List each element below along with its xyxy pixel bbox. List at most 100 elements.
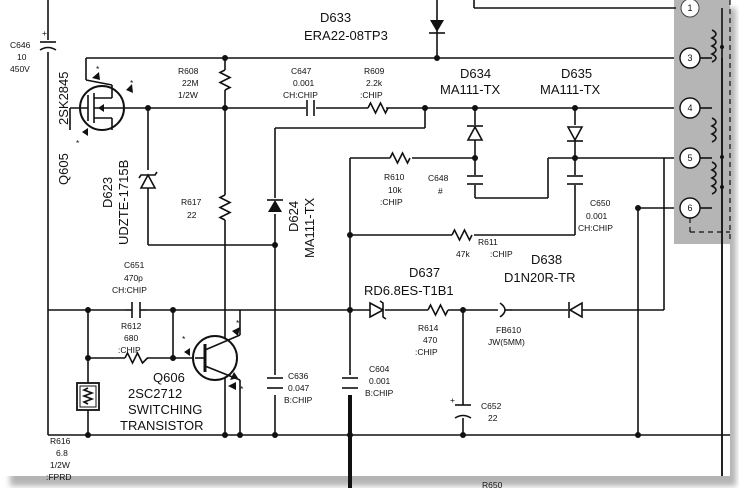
- resistor-r612: [124, 351, 149, 365]
- capacitor-c648: [467, 175, 483, 185]
- c636-value: 0.047: [288, 383, 310, 393]
- resistor-r610: [389, 151, 411, 165]
- d637-ref: D637: [409, 265, 440, 280]
- svg-text:*: *: [130, 78, 134, 88]
- c646-ref: C646: [10, 40, 31, 50]
- transistor-q606: * * *: [182, 318, 244, 394]
- d637-part: RD6.8ES-T1B1: [364, 283, 454, 298]
- r612-type: :CHIP: [118, 345, 141, 355]
- resistor-r609: [367, 101, 389, 115]
- c647-ref: C647: [291, 66, 312, 76]
- r609-ref: R609: [364, 66, 385, 76]
- d638-part: D1N20R-TR: [504, 270, 576, 285]
- fb610-ref: FB610: [496, 325, 521, 335]
- labels: C646 10 450V D633 ERA22-08TP3 R608 22M 1…: [10, 10, 613, 488]
- ferrite-bead-fb610: [499, 302, 512, 318]
- c650-value: 0.001: [586, 211, 608, 221]
- r608-value: 22M: [182, 78, 199, 88]
- d624-ref: D624: [286, 201, 301, 232]
- c650-ref: C650: [590, 198, 611, 208]
- mosfet-q605: * * *: [69, 64, 134, 148]
- svg-text:*: *: [240, 384, 244, 394]
- d634-ref: D634: [460, 66, 491, 81]
- d638-ref: D638: [531, 252, 562, 267]
- capacitor-c651: [125, 302, 147, 318]
- c604-value: 0.001: [369, 376, 391, 386]
- svg-text:*: *: [236, 318, 240, 328]
- d633-ref: D633: [320, 10, 351, 25]
- zener-d623: [138, 171, 158, 189]
- capacitor-c652: +: [450, 395, 472, 419]
- pin-3-label: 3: [687, 53, 692, 63]
- pin-5-label: 5: [687, 153, 692, 163]
- d634-part: MA111-TX: [440, 82, 501, 97]
- r616-ref: R616: [50, 436, 71, 446]
- diode-d638: [568, 301, 583, 319]
- svg-text:*: *: [76, 138, 80, 148]
- c648-value: #: [438, 186, 443, 196]
- c648-ref: C648: [428, 173, 449, 183]
- r614-ref: R614: [418, 323, 439, 333]
- resistor-r617: [218, 194, 232, 221]
- c647-value: 0.001: [293, 78, 315, 88]
- q605-ref: Q605: [56, 153, 71, 185]
- frame-background: [0, 0, 730, 476]
- c636-type: B:CHIP: [284, 395, 313, 405]
- capacitor-c647: [306, 100, 316, 116]
- c604-ref: C604: [369, 364, 390, 374]
- pin-4-label: 4: [687, 103, 692, 113]
- c646-voltage: 450V: [10, 64, 30, 74]
- d624-part: MA111-TX: [302, 197, 317, 258]
- capacitor-c604: [342, 377, 358, 389]
- diode-d634: [466, 125, 484, 141]
- resistor-r614: [427, 303, 449, 317]
- q606-desc-1: SWITCHING: [128, 402, 202, 417]
- r612-ref: R612: [121, 321, 142, 331]
- r609-value: 2.2k: [366, 78, 383, 88]
- r610-value: 10k: [388, 185, 402, 195]
- zener-d637: [369, 300, 387, 320]
- r611-value: 47k: [456, 249, 470, 259]
- thermistor-r616: [76, 382, 100, 411]
- resistor-r611: [451, 228, 473, 242]
- diode-d635: [566, 126, 584, 142]
- r614-type: :CHIP: [415, 347, 438, 357]
- r610-type: :CHIP: [380, 197, 403, 207]
- capacitor-c650: [567, 175, 583, 185]
- d635-part: MA111-TX: [540, 82, 601, 97]
- r610-ref: R610: [384, 172, 405, 182]
- svg-text:*: *: [182, 334, 186, 344]
- r609-type: :CHIP: [360, 90, 383, 100]
- d623-part: UDZTE-1715B: [116, 160, 131, 245]
- c636-ref: C636: [288, 371, 309, 381]
- wires: [47, 0, 730, 488]
- c646-value: 10: [17, 52, 27, 62]
- c650-type: CH:CHIP: [578, 223, 613, 233]
- d623-ref: D623: [100, 177, 115, 208]
- pin-1-label: 1: [687, 3, 692, 13]
- svg-text:+: +: [450, 395, 455, 405]
- r612-value: 680: [124, 333, 138, 343]
- c652-ref: C652: [481, 401, 502, 411]
- r611-ref: R611: [478, 237, 498, 247]
- r614-value: 470: [423, 335, 437, 345]
- diode-d633: [429, 20, 445, 34]
- cropped-bottom-label: R650: [482, 480, 503, 488]
- r608-ref: R608: [178, 66, 199, 76]
- capacitor-c646: +: [39, 28, 57, 51]
- r616-power: 1/2W: [50, 460, 70, 470]
- q606-part: 2SC2712: [128, 386, 182, 401]
- c647-type: CH:CHIP: [283, 90, 318, 100]
- capacitor-c636: [267, 377, 283, 389]
- q605-part: 2SK2845: [56, 72, 71, 126]
- c604-type: B:CHIP: [365, 388, 394, 398]
- junction-dots: [85, 55, 641, 438]
- r617-ref: R617: [181, 197, 202, 207]
- d633-part: ERA22-08TP3: [304, 28, 388, 43]
- c651-ref: C651: [124, 260, 145, 270]
- diode-d624: [267, 199, 283, 212]
- resistor-r608: [218, 69, 232, 91]
- q606-desc-2: TRANSISTOR: [120, 418, 204, 433]
